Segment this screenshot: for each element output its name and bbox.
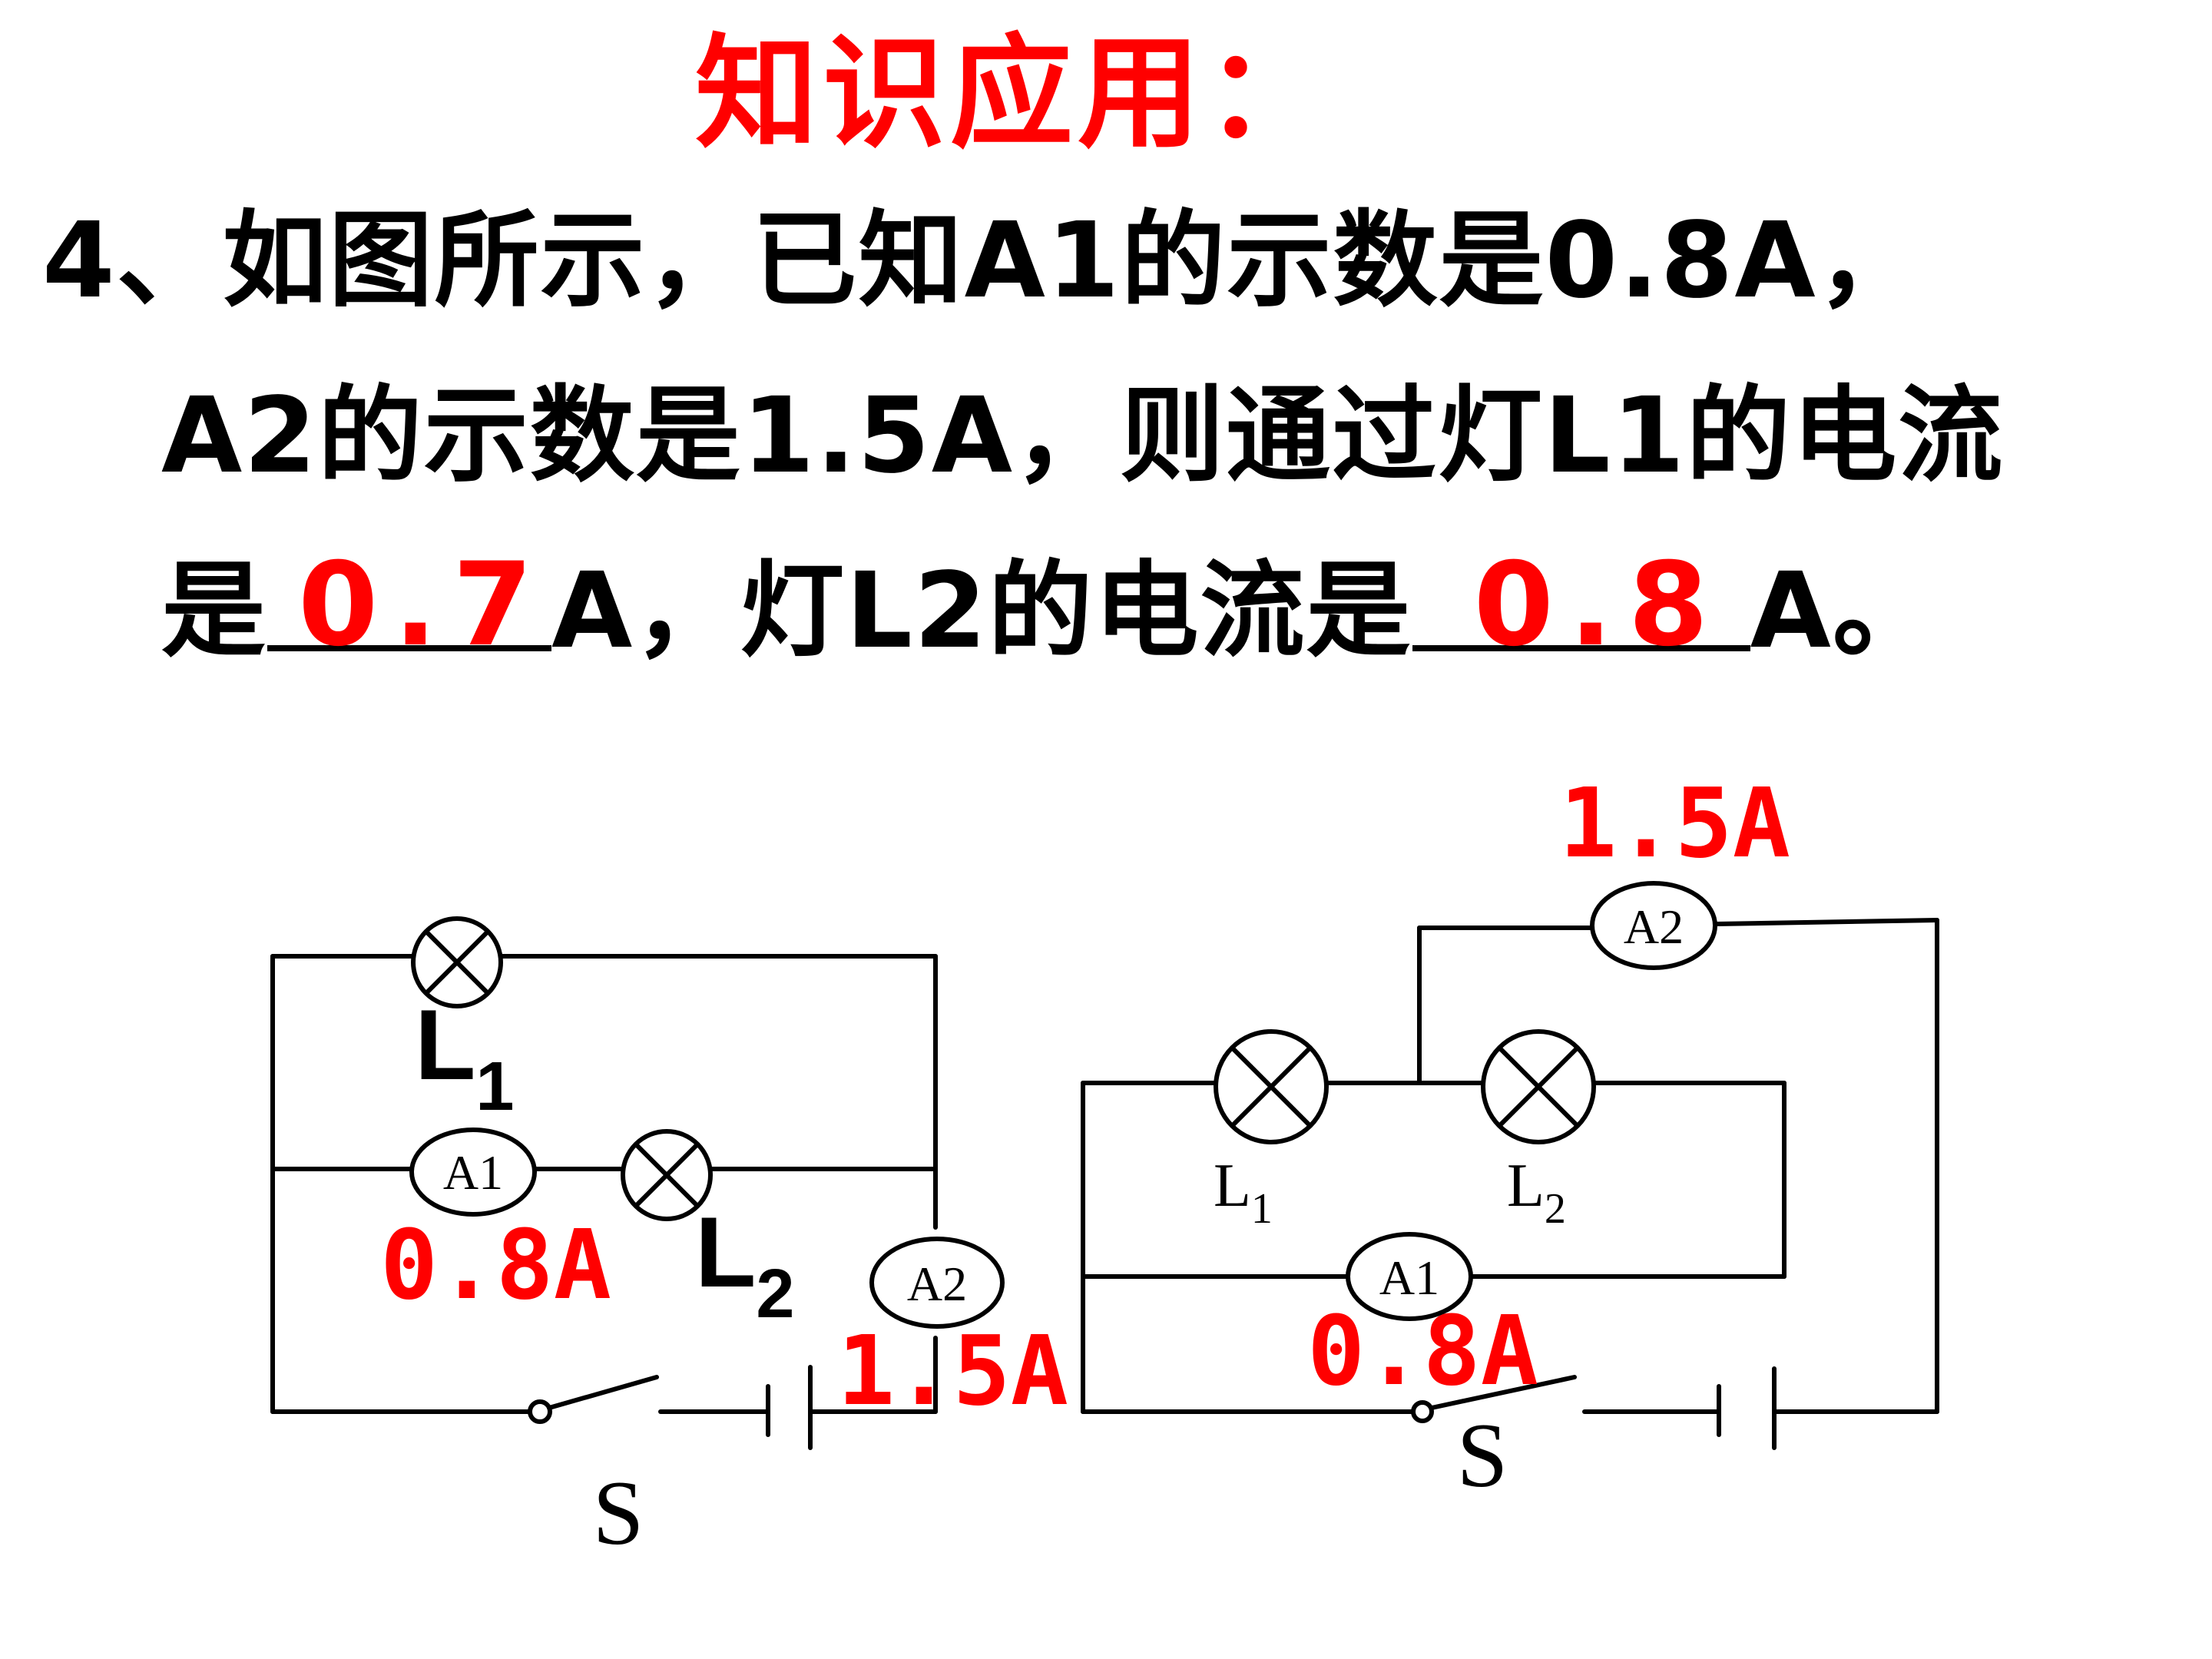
switch-pivot (1411, 1400, 1434, 1423)
lamp-l1-letter: L (415, 988, 475, 1101)
lamp-l1-label: L1 (1214, 1152, 1273, 1233)
question-line-3-end: A。 (1750, 551, 1939, 672)
lamp-l1-subscript: 1 (1251, 1185, 1273, 1233)
answer-blank-1: 0.7 (267, 548, 551, 663)
answer-blank-2: 0.8 (1412, 548, 1750, 663)
question-line-2: A2的示数是1.5A，则通过灯L1的电流 (161, 376, 2005, 497)
ammeter-a1-symbol (409, 1128, 537, 1217)
ammeter-a2-label: A2 (907, 1257, 967, 1311)
ammeter-a2-symbol (1590, 881, 1717, 970)
lamp-l2-subscript: 2 (756, 1256, 794, 1333)
right-circuit (1081, 881, 1939, 1450)
question-line-3-middle: A，灯L2的电流是 (551, 551, 1412, 672)
lamp-l2-label: L2 (695, 1196, 794, 1333)
switch-label: S (593, 1462, 644, 1564)
left-circuit (270, 916, 1005, 1450)
lamp-l1-label: L1 (415, 988, 514, 1125)
switch-pivot (528, 1399, 552, 1424)
answer-1: 0.7 (298, 538, 548, 672)
a2-reading: 1.5A (1559, 768, 1790, 879)
ammeter-a1-symbol (1346, 1232, 1473, 1321)
lamp-l1-symbol (1214, 1029, 1329, 1144)
lamp-l2-subscript: 2 (1545, 1185, 1566, 1233)
page-title: 知识应用： (695, 22, 1333, 165)
lamp-cross (1498, 1046, 1579, 1128)
lamp-l2-label: L2 (1507, 1152, 1566, 1233)
lamp-l1-subscript: 1 (475, 1048, 514, 1125)
wire (1714, 918, 1939, 926)
lamp-cross (424, 929, 490, 995)
lamp-l1-letter: L (1214, 1152, 1251, 1220)
switch-lever (547, 1375, 659, 1410)
ammeter-a2-symbol (869, 1237, 1005, 1329)
a1-reading: 0.8A (1307, 1296, 1538, 1407)
a2-reading: 1.5A (837, 1316, 1068, 1427)
lamp-cross (1230, 1046, 1312, 1128)
lamp-l1-symbol (411, 916, 503, 1008)
a1-reading: 0.8A (380, 1210, 611, 1321)
ammeter-a1-label: A1 (1379, 1250, 1439, 1305)
lamp-l2-letter: L (695, 1196, 756, 1308)
ammeter-a2-label: A2 (1624, 899, 1684, 954)
lamp-cross (634, 1142, 700, 1208)
question-line-3-start: 是 (161, 551, 267, 672)
lamp-l2-letter: L (1507, 1152, 1545, 1220)
ammeter-a1-label: A1 (443, 1145, 503, 1200)
lamp-l2-symbol (1481, 1029, 1596, 1144)
answer-2: 0.8 (1473, 538, 1724, 672)
switch-lever (1429, 1375, 1577, 1410)
lamp-l2-symbol (621, 1129, 713, 1221)
question-line-1: 4、如图所示，已知A1的示数是0.8A， (42, 200, 1923, 322)
switch-label: S (1457, 1404, 1508, 1506)
